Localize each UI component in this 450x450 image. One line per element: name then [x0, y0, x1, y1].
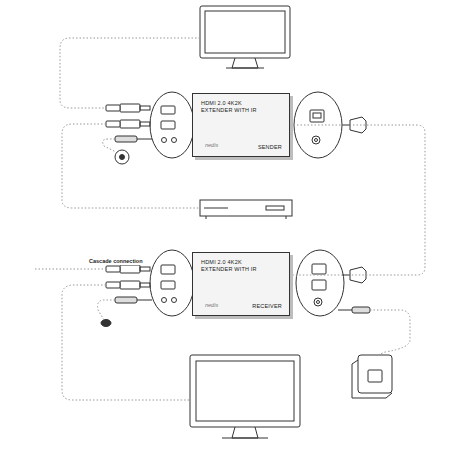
hdmi-plugs-sender [106, 104, 152, 164]
product-name: HDMI 2.0 4K2K EXTENDER WITH IR [201, 100, 273, 114]
plugs-right-receiver [338, 267, 370, 313]
unit-name: RECEIVER [252, 291, 282, 310]
port-callout-right-receiver [296, 250, 344, 316]
port-callout-left-sender [150, 92, 194, 158]
monitor-top [200, 6, 290, 68]
product-name: HDMI 2.0 4K2K EXTENDER WITH IR [201, 259, 273, 273]
brand-logo: nedis [205, 302, 218, 309]
hdmi-plugs-receiver [101, 265, 152, 327]
brand-logo: nedis [205, 142, 218, 149]
media-player [200, 200, 292, 219]
unit-name: SENDER [258, 132, 282, 151]
monitor-bottom [190, 355, 300, 438]
power-adapter [352, 355, 392, 398]
port-callout-left-receiver [150, 250, 194, 316]
network-cable [290, 125, 425, 275]
cascade-label: Cascade connection [88, 258, 144, 265]
cables [35, 38, 410, 400]
